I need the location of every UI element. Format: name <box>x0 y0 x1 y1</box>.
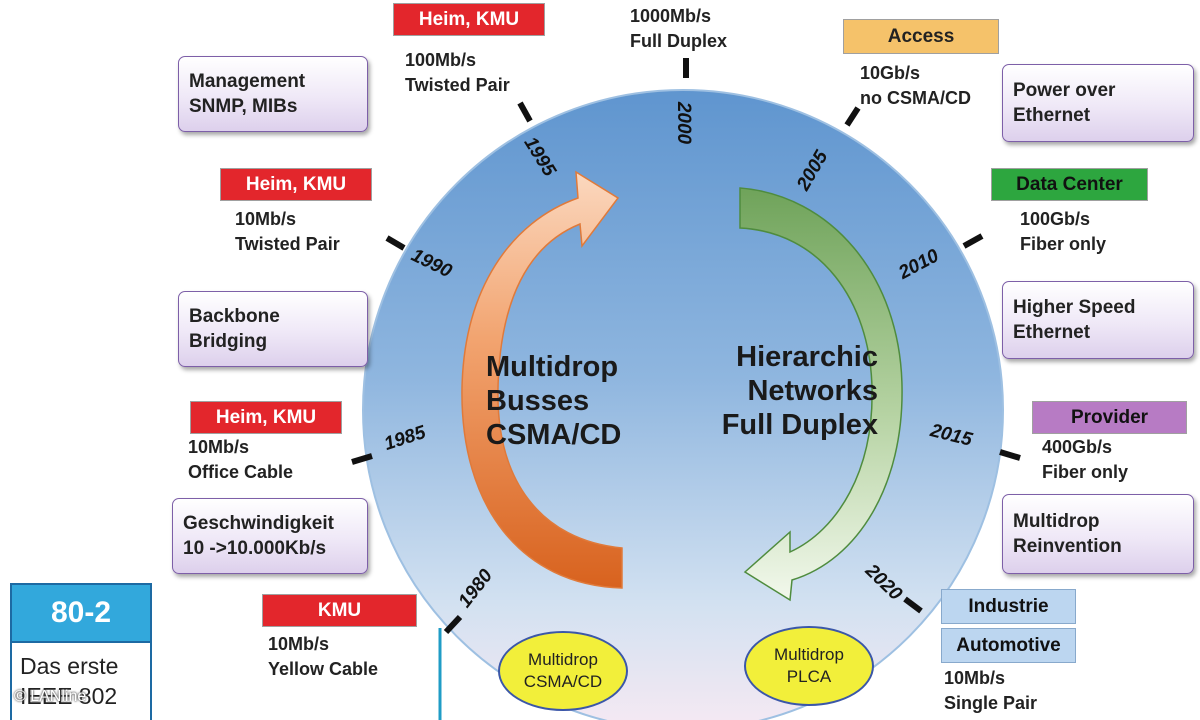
note-2020: 10Mb/s Single Pair <box>944 666 1037 716</box>
note-1985: 10Mb/s Office Cable <box>188 435 293 485</box>
tag-provider: Provider <box>1032 401 1187 434</box>
note-2005-line-2: no CSMA/CD <box>860 88 971 108</box>
note-1980-line-2: Yellow Cable <box>268 659 379 679</box>
panel-80-2-body: Das erste IEEE 802 <box>12 643 150 711</box>
note-2000-line-2: Full Duplex <box>630 31 728 51</box>
year-2000: 2000 <box>673 101 695 145</box>
tag-heim-kmu-1985: Heim, KMU <box>190 401 342 434</box>
note-1985-line-2: Office Cable <box>188 462 294 482</box>
box-multidrop-re-line-2: Reinvention <box>1013 536 1122 557</box>
note-2005: 10Gb/s no CSMA/CD <box>860 61 971 111</box>
center-left-line-1: Multidrop <box>486 351 619 383</box>
note-1980-line-1: 10Mb/s <box>268 634 330 654</box>
box-higher-line-2: Ethernet <box>1013 322 1091 343</box>
panel-80-2: 80-2 Das erste IEEE 802 <box>10 583 152 720</box>
tag-heim-kmu-1995: Heim, KMU <box>393 3 545 36</box>
note-2005-line-1: 10Gb/s <box>860 63 921 83</box>
box-multidrop-re-line-1: Multidrop <box>1013 511 1100 532</box>
box-management-line-1: Management <box>189 71 306 92</box>
tick-1995 <box>517 101 533 123</box>
box-poe-line-2: Ethernet <box>1013 105 1091 126</box>
box-backbone: Backbone Bridging <box>178 291 368 367</box>
tag-industrie: Industrie <box>941 589 1076 624</box>
tag-access: Access <box>843 19 999 54</box>
note-2015-line-1: 400Gb/s <box>1042 437 1113 457</box>
box-multidrop-reinvention: Multidrop Reinvention <box>1002 494 1194 574</box>
box-backbone-line-1: Backbone <box>189 306 280 327</box>
panel-body-line-1: Das erste <box>20 653 119 679</box>
timeline-circle <box>362 89 1004 720</box>
center-right-text: Hierarchic Networks Full Duplex <box>700 340 878 442</box>
ellipse-left-line-2: CSMA/CD <box>523 672 603 691</box>
tick-2010 <box>962 233 984 249</box>
tick-2005 <box>844 106 861 127</box>
note-1980: 10Mb/s Yellow Cable <box>268 632 378 682</box>
note-2000: 1000Mb/s Full Duplex <box>630 4 727 54</box>
ellipse-right-line-1: Multidrop <box>774 645 844 664</box>
center-right-line-1: Hierarchic <box>736 341 878 373</box>
tick-1985 <box>351 453 373 465</box>
box-management-line-2: SNMP, MIBs <box>189 96 298 117</box>
center-right-line-3: Full Duplex <box>721 409 878 441</box>
tag-automotive: Automotive <box>941 628 1076 663</box>
box-higher-line-1: Higher Speed <box>1013 297 1136 318</box>
green-cycle-arrow <box>739 187 903 602</box>
note-1995-line-1: 100Mb/s <box>405 50 477 70</box>
center-left-text: Multidrop Busses CSMA/CD <box>486 350 621 452</box>
note-2010-line-2: Fiber only <box>1020 234 1107 254</box>
note-2010-line-1: 100Gb/s <box>1020 209 1091 229</box>
note-2020-line-2: Single Pair <box>944 693 1038 713</box>
panel-body-line-2: IEEE 802 <box>20 683 118 709</box>
note-1990: 10Mb/s Twisted Pair <box>235 207 340 257</box>
note-1985-line-1: 10Mb/s <box>188 437 250 457</box>
note-2000-line-1: 1000Mb/s <box>630 6 712 26</box>
tick-2015 <box>999 449 1021 461</box>
note-1995-line-2: Twisted Pair <box>405 75 510 95</box>
ellipse-left-line-1: Multidrop <box>528 650 598 669</box>
note-1990-line-2: Twisted Pair <box>235 234 340 254</box>
box-backbone-line-2: Bridging <box>189 331 268 352</box>
box-geschwindigkeit-line-1: Geschwindigkeit <box>183 513 334 534</box>
tick-1980 <box>443 614 463 635</box>
center-right-line-2: Networks <box>747 375 878 407</box>
note-2020-line-1: 10Mb/s <box>944 668 1006 688</box>
orange-cycle-arrow <box>461 170 623 589</box>
ellipse-multidrop-plca: Multidrop PLCA <box>744 626 874 706</box>
ellipse-multidrop-csmacd: Multidrop CSMA/CD <box>498 631 628 711</box>
note-1990-line-1: 10Mb/s <box>235 209 297 229</box>
tag-data-center: Data Center <box>991 168 1148 201</box>
note-2015: 400Gb/s Fiber only <box>1042 435 1128 485</box>
box-management: Management SNMP, MIBs <box>178 56 368 132</box>
note-2015-line-2: Fiber only <box>1042 462 1129 482</box>
center-left-line-3: CSMA/CD <box>486 419 622 451</box>
box-geschwindigkeit-line-2: 10 ->10.000Kb/s <box>183 538 327 559</box>
note-1995: 100Mb/s Twisted Pair <box>405 48 510 98</box>
panel-80-2-head: 80-2 <box>12 585 150 643</box>
ellipse-right-line-2: PLCA <box>786 667 832 686</box>
box-higher-speed-ethernet: Higher Speed Ethernet <box>1002 281 1194 359</box>
box-power-over-ethernet: Power over Ethernet <box>1002 64 1194 142</box>
year-ticks <box>351 58 1021 635</box>
copyright-credit: © LANline <box>14 688 87 705</box>
tick-1990 <box>385 235 406 251</box>
box-poe-line-1: Power over <box>1013 80 1116 101</box>
tick-2020 <box>903 596 923 614</box>
note-2010: 100Gb/s Fiber only <box>1020 207 1106 257</box>
box-geschwindigkeit: Geschwindigkeit 10 ->10.000Kb/s <box>172 498 368 574</box>
tag-kmu-1980: KMU <box>262 594 417 627</box>
tag-heim-kmu-1990: Heim, KMU <box>220 168 372 201</box>
center-left-line-2: Busses <box>486 385 590 417</box>
